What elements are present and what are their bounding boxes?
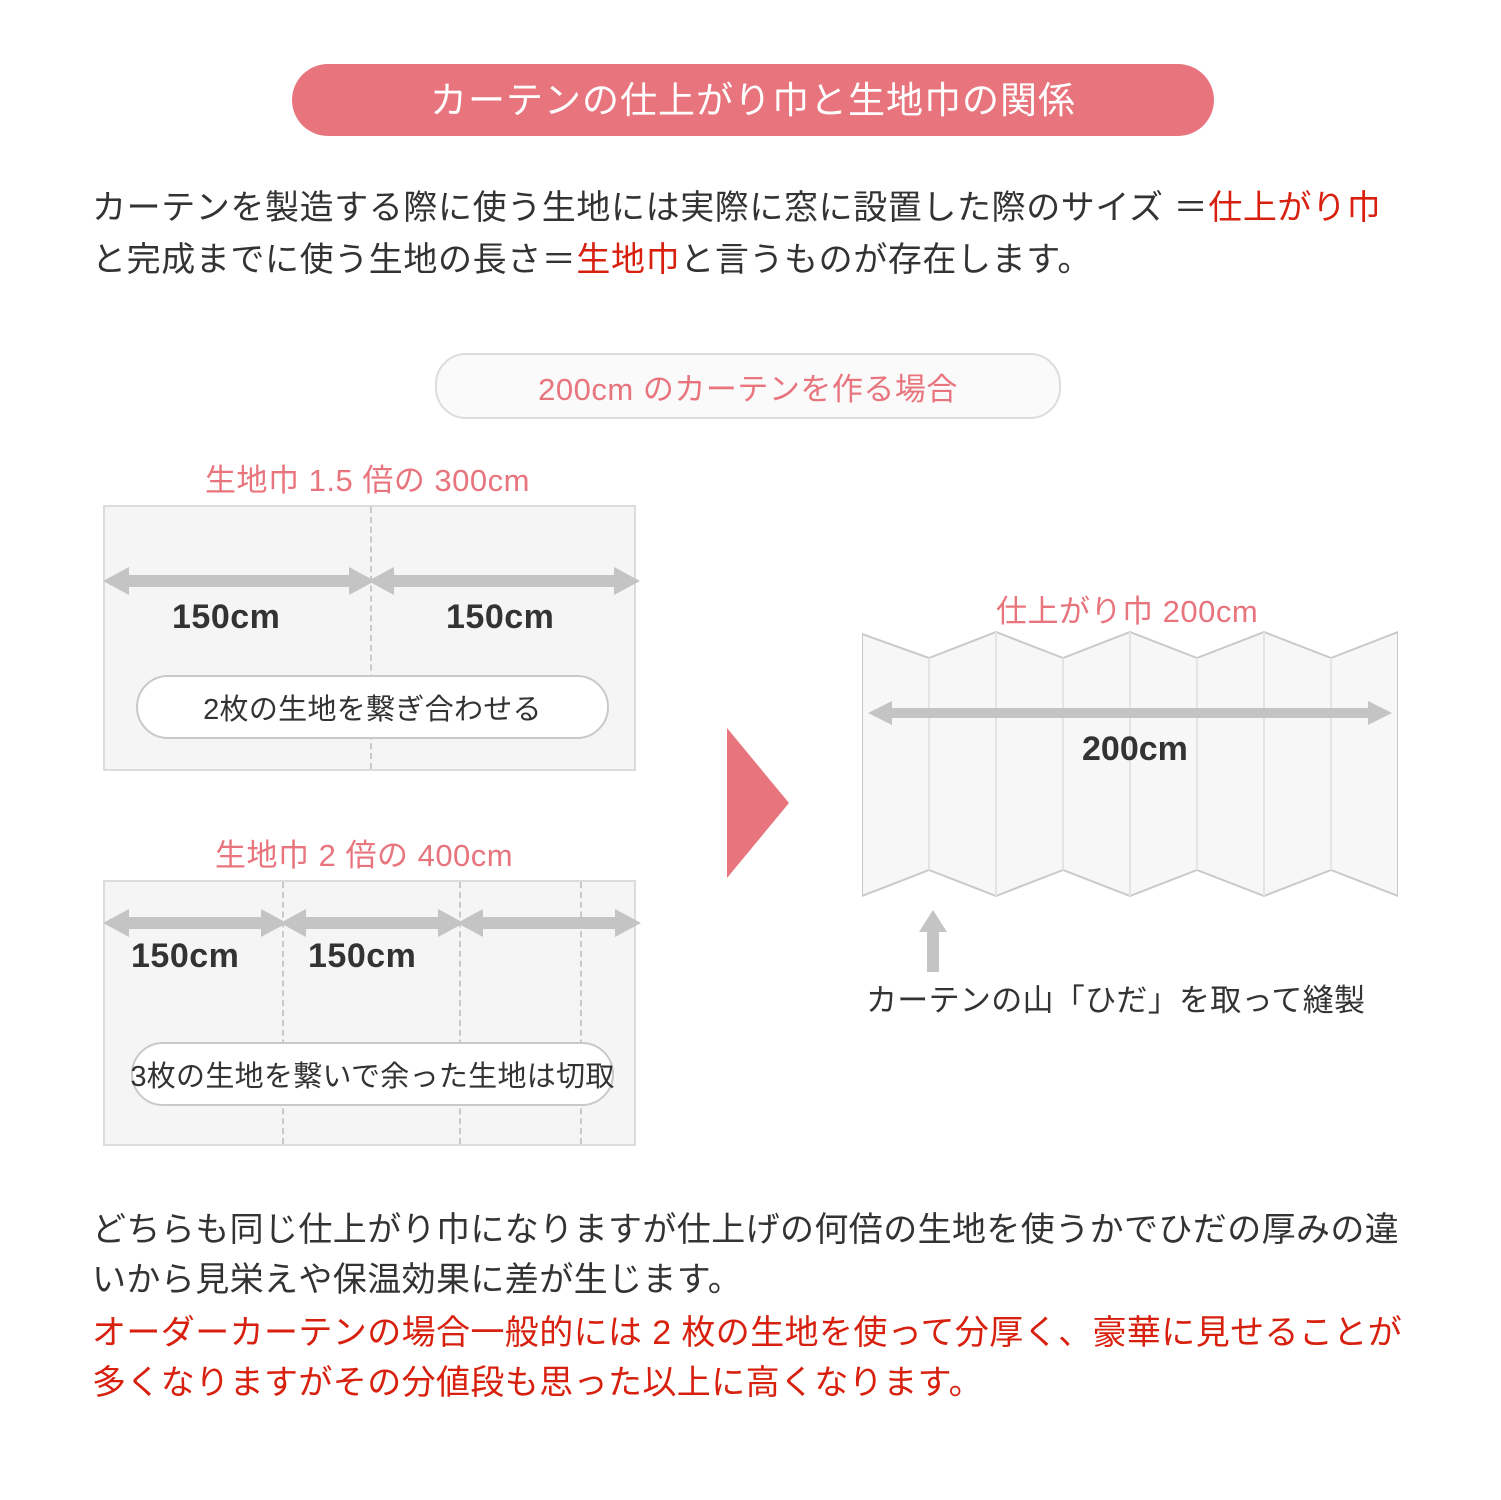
closing-paragraph-red: オーダーカーテンの場合一般的には 2 枚の生地を使って分厚く、豪華に見せることが… [92,1314,1403,1402]
dimension-label-2: 150cm [308,937,417,975]
heading-fabric-2x: 生地巾 2 倍の 400cm [215,838,514,873]
page-title: カーテンの仕上がり巾と生地巾の関係 [430,79,1076,121]
dimension-label-right: 150cm [446,598,555,636]
dimension-arrow-left [103,564,375,598]
triangle-right-icon [727,728,789,878]
intro-part-3: と言うものが存在します。 [680,241,1093,279]
seam-divider [370,507,372,769]
intro-part-1: カーテンを製造する際に使う生地には実際に窓に設置した際のサイズ ＝ [92,189,1209,227]
dimension-arrow-1 [103,906,287,940]
dimension-label-1: 150cm [131,937,240,975]
dimension-label-finished: 200cm [1082,730,1188,768]
dimension-label-left: 150cm [172,598,281,636]
action-pill-join-two: 2枚の生地を繋ぎ合わせる [136,675,609,739]
seam-divider-1 [282,882,284,1144]
case-pill: 200cm のカーテンを作る場合 [435,353,1061,419]
heading-fabric-15x: 生地巾 1.5 倍の 300cm [205,463,530,498]
intro-paragraph: カーテンを製造する際に使う生地には実際に窓に設置した際のサイズ ＝仕上がり巾と完… [92,182,1412,286]
intro-highlight-finished-width: 仕上がり巾 [1208,189,1382,227]
action-pill-join-three: 3枚の生地を繋いで余った生地は切取 [130,1042,615,1106]
dimension-arrow-finished [868,700,1392,726]
closing-paragraph-gray: どちらも同じ仕上がり巾になりますが仕上げの何倍の生地を使うかでひだの厚みの違いか… [92,1211,1400,1299]
action-pill-label: 3枚の生地を繋いで余った生地は切取 [130,1061,615,1093]
cut-line-divider [580,882,582,1144]
intro-part-2: と完成までに使う生地の長さ＝ [92,241,577,279]
seam-divider-2 [459,882,461,1144]
dimension-arrow-right [368,564,640,598]
intro-highlight-fabric-width: 生地巾 [576,241,681,279]
action-pill-label: 2枚の生地を繋ぎ合わせる [203,694,542,726]
title-banner: カーテンの仕上がり巾と生地巾の関係 [292,64,1214,136]
heading-finished-width: 仕上がり巾 200cm [996,594,1259,629]
arrow-up-icon [919,910,947,972]
dimension-arrow-3 [457,906,641,940]
case-pill-label: 200cm のカーテンを作る場合 [538,371,958,407]
pleat-caption: カーテンの山「ひだ」を取って縫製 [866,983,1366,1018]
pleated-curtain-illustration [862,628,1398,900]
dimension-arrow-2 [280,906,464,940]
